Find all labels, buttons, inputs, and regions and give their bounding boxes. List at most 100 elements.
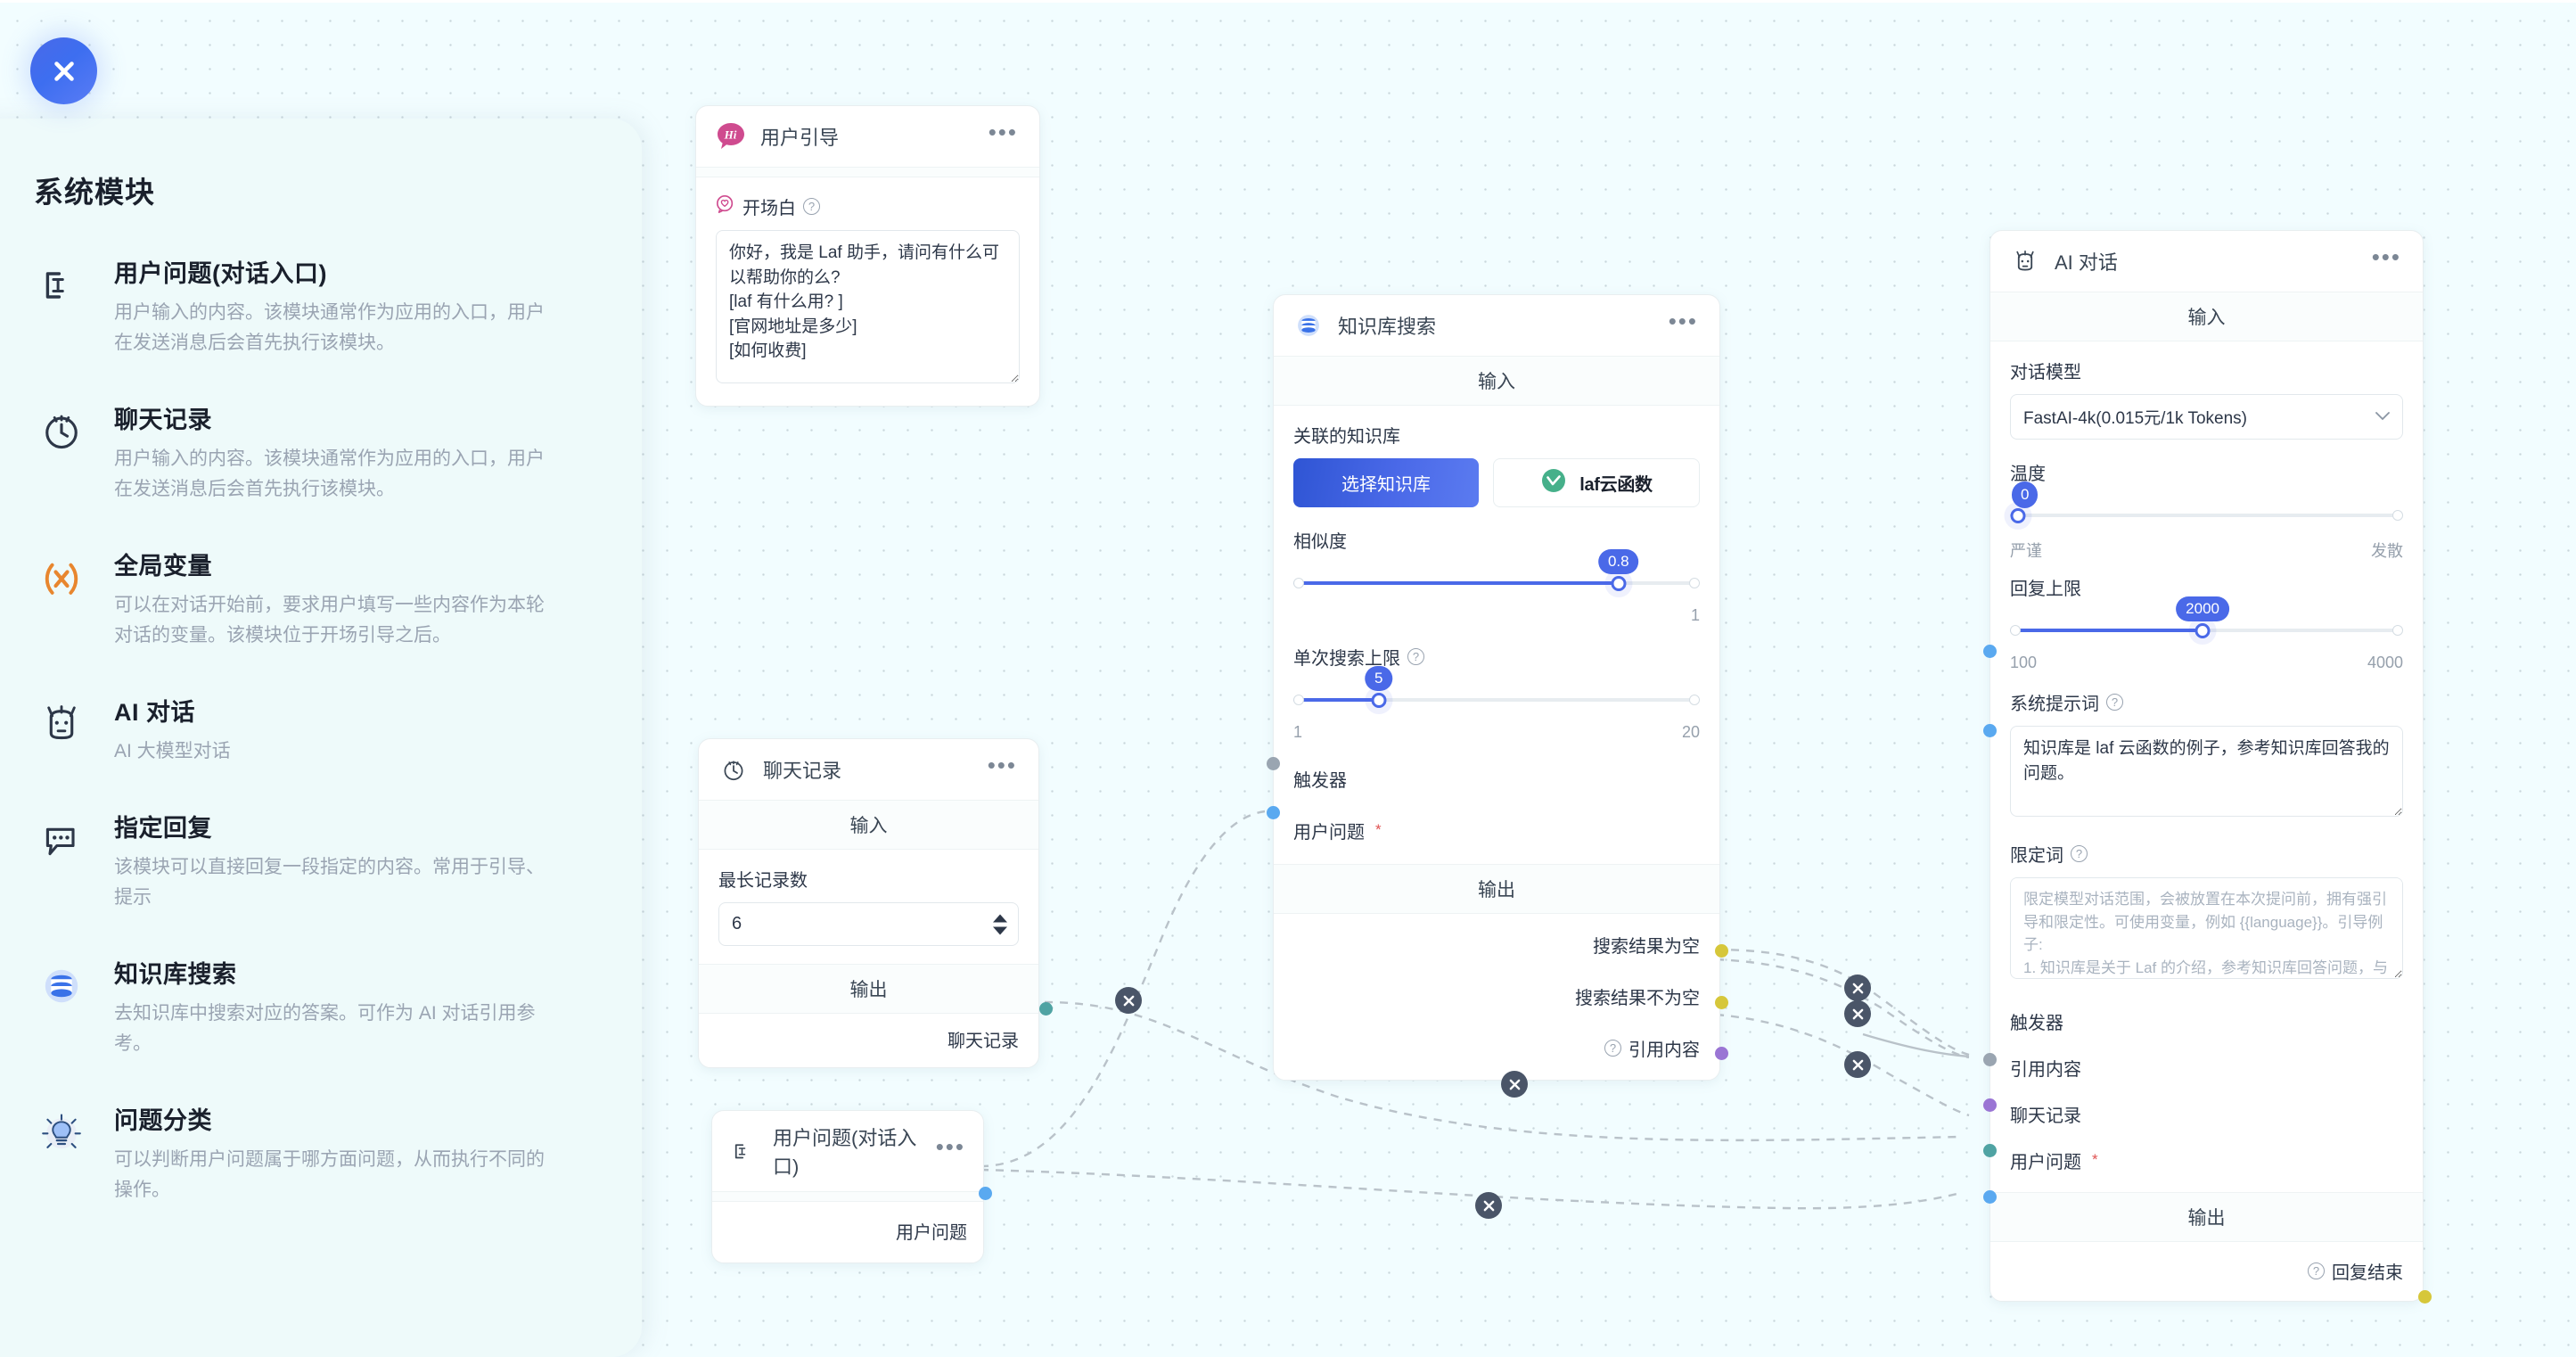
slider-knob[interactable]: [1611, 576, 1627, 591]
node-header: AI 对话 •••: [1990, 231, 2423, 292]
node-kb-search[interactable]: 知识库搜索 ••• 输入 关联的知识库 选择知识库 laf云函数 相似度: [1267, 294, 1728, 1081]
module-item-global-variable[interactable]: 全局变量 可以在对话开始前，要求用户填写一些内容作为本轮对话的变量。该模块位于开…: [34, 545, 588, 651]
module-desc: 用户输入的内容。该模块通常作为应用的入口，用户在发送消息后会首先执行该模块。: [114, 448, 545, 500]
output-handle-chat-history[interactable]: [1039, 1002, 1053, 1016]
model-field: 对话模型 FastAI-4k(0.015元/1k Tokens): [1990, 341, 2423, 445]
input-label: 触发器: [1293, 770, 1347, 791]
output-handle-empty-result[interactable]: [1715, 944, 1728, 958]
module-name: 聊天记录: [114, 407, 212, 434]
help-icon[interactable]: ?: [2071, 845, 2088, 862]
field-label-similarity: 相似度: [1293, 532, 1347, 552]
module-name: 全局变量: [114, 553, 212, 580]
module-item-question-classify[interactable]: 问题分类 可以判断用户问题属于哪方面问题，从而执行不同的操作。: [34, 1099, 588, 1205]
number-stepper[interactable]: [993, 914, 1007, 934]
slider-min-label: 1: [1293, 723, 1303, 741]
output-handle-user-question[interactable]: [979, 1187, 992, 1200]
module-item-kb-search[interactable]: 知识库搜索 去知识库中搜索对应的答案。可作为 AI 对话引用参考。: [34, 953, 588, 1059]
help-icon[interactable]: ?: [803, 198, 820, 215]
select-kb-button[interactable]: 选择知识库: [1293, 458, 1479, 507]
close-panel-button[interactable]: [30, 37, 97, 104]
output-handle-quote-content[interactable]: [1715, 1047, 1728, 1060]
edge-delete-button[interactable]: [1475, 1192, 1502, 1219]
input-row-trigger: 触发器: [1293, 764, 1700, 793]
search-limit-slider[interactable]: 5: [1293, 666, 1700, 720]
help-icon[interactable]: ?: [1604, 1039, 1621, 1057]
help-icon[interactable]: ?: [2308, 1262, 2325, 1279]
model-select[interactable]: FastAI-4k(0.015元/1k Tokens): [2010, 394, 2403, 440]
section-output: 输出: [1274, 864, 1719, 914]
input-handle-trigger[interactable]: [1983, 1053, 1997, 1066]
slider-knob[interactable]: [2195, 623, 2211, 638]
node-ai-chat[interactable]: AI 对话 ••• 输入 对话模型 FastAI-4k(0.015元/1k To…: [1983, 230, 2432, 1304]
node-menu-button[interactable]: •••: [988, 119, 1018, 145]
module-desc: 用户输入的内容。该模块通常作为应用的入口，用户在发送消息后会首先执行该模块。: [114, 302, 545, 354]
field-label-max-records: 最长记录数: [718, 871, 808, 891]
kb-tag-laf[interactable]: laf云函数: [1493, 458, 1700, 507]
input-handle-chat-history[interactable]: [1983, 1144, 1997, 1157]
slider-range-labels: 100 4000: [2010, 654, 2403, 673]
system-prompt-input[interactable]: [2010, 726, 2403, 817]
slider-max-label: 20: [1681, 723, 1700, 741]
node-header: Hi 用户引导 •••: [696, 106, 1039, 167]
slider-max-label: 4000: [2367, 654, 2403, 671]
section-input: 输入: [1990, 292, 2423, 341]
temperature-value-bubble: 0: [2012, 481, 2039, 508]
temperature-slider[interactable]: 0: [2010, 481, 2403, 535]
slider-fill: [2010, 629, 2203, 632]
required-marker: *: [1375, 821, 1382, 838]
slider-track: [1293, 698, 1700, 702]
input-row-quote-content: 引用内容: [2010, 1053, 2403, 1081]
node-body: 最长记录数 6: [699, 850, 1038, 964]
help-icon[interactable]: ?: [1407, 648, 1424, 665]
input-handle-user-question[interactable]: [1983, 1190, 1997, 1204]
edge-delete-button[interactable]: [1115, 987, 1142, 1014]
node-user-question[interactable]: 用户问题(对话入口) ••• 用户问题: [711, 1110, 992, 1263]
module-item-ai-chat[interactable]: AI 对话 AI 大模型对话: [34, 691, 588, 767]
similarity-slider[interactable]: 0.8: [1293, 549, 1700, 603]
field-label-opening: 开场白 ?: [716, 193, 1020, 219]
limiter-input[interactable]: [2010, 877, 2403, 979]
module-item-specified-reply[interactable]: 指定回复 该模块可以直接回复一段指定的内容。常用于引导、提示: [34, 807, 588, 913]
slider-max-dot: [2392, 510, 2403, 521]
top-divider: [0, 0, 2576, 3]
slider-min-label: 严谨: [2010, 542, 2042, 560]
input-handle-trigger[interactable]: [1267, 757, 1280, 770]
output-handle-reply-end[interactable]: [2418, 1290, 2432, 1304]
slider-knob[interactable]: [1371, 693, 1387, 708]
input-handle-limiter[interactable]: [1983, 724, 1997, 737]
module-item-user-question[interactable]: 用户问题(对话入口) 用户输入的内容。该模块通常作为应用的入口，用户在发送消息后…: [34, 252, 588, 358]
edge-delete-button[interactable]: [1844, 975, 1871, 1001]
robot-icon: [2010, 246, 2040, 276]
stepper-up-icon[interactable]: [993, 914, 1007, 922]
node-menu-button[interactable]: •••: [2371, 243, 2401, 270]
max-records-input[interactable]: 6: [718, 902, 1019, 946]
input-handle-user-question[interactable]: [1267, 806, 1280, 819]
node-header: 用户问题(对话入口) •••: [712, 1111, 983, 1191]
output-label: 搜索结果为空: [1593, 936, 1700, 957]
system-prompt-field: 系统提示词 ?: [1990, 677, 2423, 828]
opening-text-input[interactable]: [716, 230, 1020, 383]
node-menu-button[interactable]: •••: [987, 752, 1017, 778]
input-handle-system-prompt[interactable]: [1983, 645, 1997, 658]
node-menu-button[interactable]: •••: [1668, 308, 1698, 334]
slider-fill: [1293, 581, 1619, 585]
output-label: 搜索结果不为空: [1575, 988, 1700, 1008]
max-tokens-slider[interactable]: 2000: [2010, 596, 2403, 650]
node-body: 开场白 ?: [696, 177, 1039, 406]
stepper-down-icon[interactable]: [993, 926, 1007, 934]
node-chat-history[interactable]: 聊天记录 ••• 输入 最长记录数 6 输出 聊天记录: [698, 738, 1053, 1068]
help-icon[interactable]: ?: [2106, 694, 2123, 711]
slider-knob[interactable]: [2010, 508, 2026, 523]
edge-delete-button[interactable]: [1844, 1000, 1871, 1027]
edge-delete-button[interactable]: [1844, 1051, 1871, 1078]
input-handle-quote-content[interactable]: [1983, 1098, 1997, 1112]
slider-min-label: 100: [2010, 654, 2038, 671]
output-handle-nonempty-result[interactable]: [1715, 996, 1728, 1009]
node-user-guide[interactable]: Hi 用户引导 ••• 开场白 ?: [695, 105, 1040, 407]
node-menu-button[interactable]: •••: [935, 1133, 965, 1160]
node-outputs: ? 回复结束: [1990, 1242, 2423, 1301]
module-item-chat-history[interactable]: 聊天记录 用户输入的内容。该模块通常作为应用的入口，用户在发送消息后会首先执行该…: [34, 399, 588, 505]
laf-logo-icon: [1540, 467, 1567, 498]
edge-delete-button[interactable]: [1501, 1071, 1528, 1098]
slider-min-dot: [1293, 695, 1304, 705]
